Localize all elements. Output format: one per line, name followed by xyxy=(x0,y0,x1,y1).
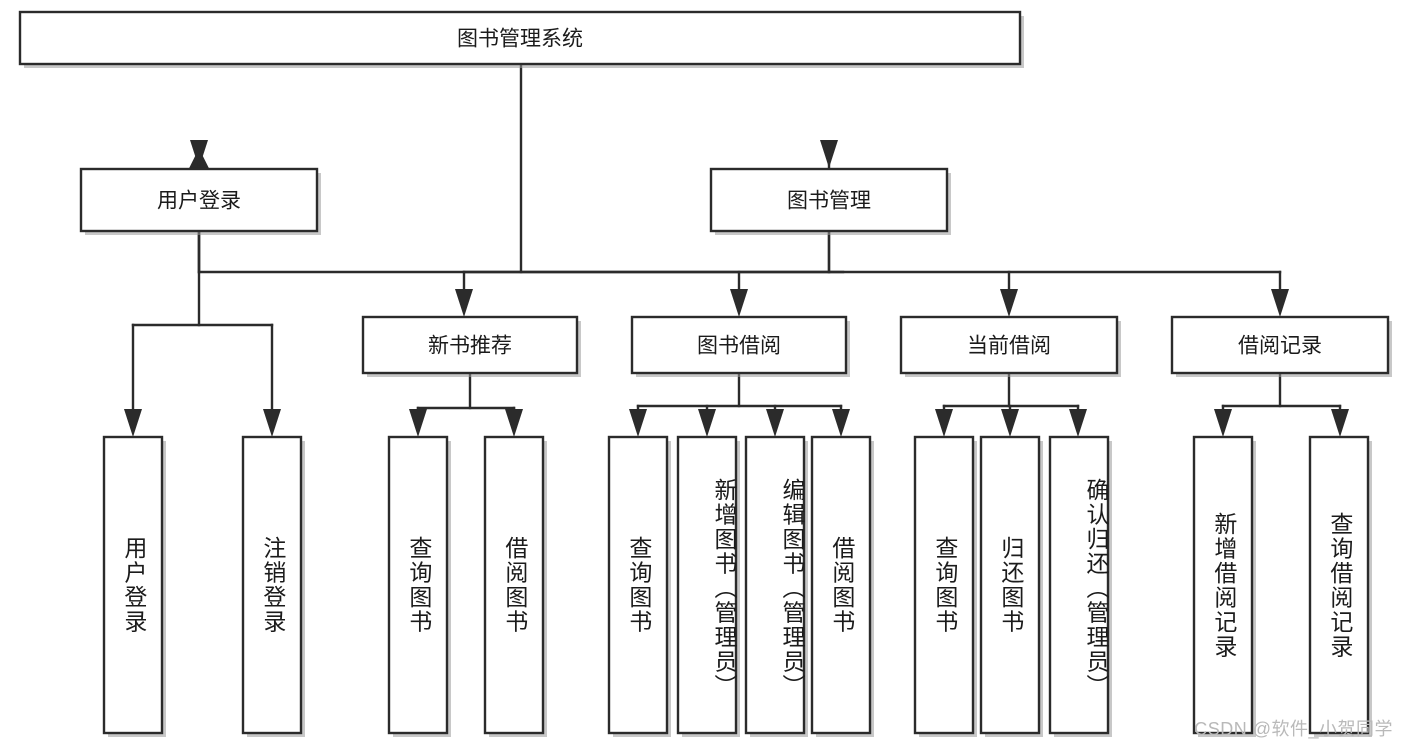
node-book-management-label: 图书管理 xyxy=(787,190,871,213)
node-current-borrow-label: 当前借阅 xyxy=(967,335,1051,358)
node-book-management[interactable]: 图书管理 xyxy=(709,167,951,235)
node-current-borrow[interactable]: 当前借阅 xyxy=(899,315,1121,377)
connector-new-book-to-leaves xyxy=(409,373,523,437)
leaf-box-query-book-1[interactable] xyxy=(387,435,451,737)
leaf-box-logout[interactable] xyxy=(241,435,305,737)
node-user-login[interactable]: 用户登录 xyxy=(79,167,321,235)
node-book-borrow-label: 图书借阅 xyxy=(697,335,781,358)
node-borrow-record-label: 借阅记录 xyxy=(1238,335,1322,358)
leaf-box-query-book-2[interactable] xyxy=(607,435,671,737)
node-new-book-recommend-label: 新书推荐 xyxy=(428,335,512,358)
leaf-box-borrow-book-1[interactable] xyxy=(483,435,547,737)
leaf-box-query-record[interactable] xyxy=(1308,435,1372,737)
connector-book-management-to-level3 xyxy=(455,230,1289,317)
leaf-box-return-book[interactable] xyxy=(979,435,1043,737)
leaf-box-edit-book[interactable] xyxy=(744,435,808,737)
leaf-box-user-login[interactable] xyxy=(102,435,166,737)
node-new-book-recommend[interactable]: 新书推荐 xyxy=(361,315,581,377)
node-borrow-record[interactable]: 借阅记录 xyxy=(1170,315,1392,377)
connector-book-borrow-to-leaves xyxy=(629,373,850,437)
node-root[interactable]: 图书管理系统 xyxy=(18,10,1024,68)
leaf-box-add-book[interactable] xyxy=(676,435,740,737)
node-book-borrow[interactable]: 图书借阅 xyxy=(630,315,850,377)
leaf-box-confirm-return[interactable] xyxy=(1048,435,1112,737)
leaf-box-query-book-3[interactable] xyxy=(913,435,977,737)
connector-user-login-to-leaves xyxy=(124,230,281,437)
connector-borrow-record-to-leaves xyxy=(1214,373,1349,437)
connector-current-borrow-to-leaves xyxy=(935,373,1087,437)
node-user-login-label: 用户登录 xyxy=(157,190,241,213)
watermark: CSDN @软件_小贺同学 xyxy=(1194,719,1393,739)
leaf-box-borrow-book-2[interactable] xyxy=(810,435,874,737)
leaf-box-add-record[interactable] xyxy=(1192,435,1256,737)
node-root-label: 图书管理系统 xyxy=(457,28,583,51)
